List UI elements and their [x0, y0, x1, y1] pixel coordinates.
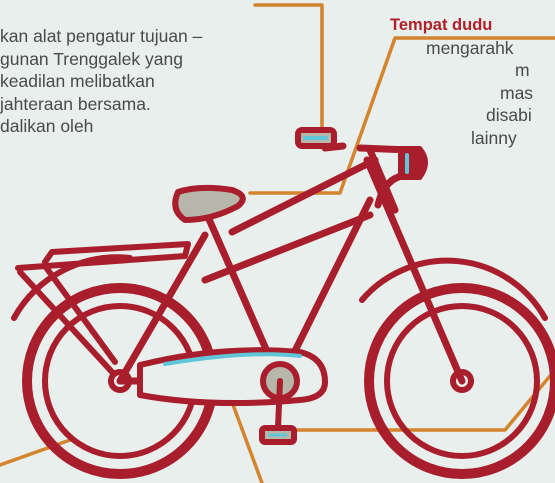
- leader-line-seat: [248, 36, 555, 195]
- right-callout-line: lainny: [471, 127, 517, 148]
- mudguards: [11, 254, 548, 321]
- bike-frame: [116, 142, 466, 385]
- left-callout-line: kan alat pengatur tujuan –: [0, 26, 203, 46]
- left-callout-line: keadilan melibatkan: [0, 71, 155, 91]
- crankset: [259, 361, 300, 445]
- saddle: [172, 184, 246, 223]
- headlamp: [398, 146, 428, 180]
- right-callout-line: mas: [500, 82, 534, 103]
- left-callout: kan alat pengatur tujuan – gunan Trengga…: [0, 25, 202, 138]
- right-callout: Tempat dudu mengarahk m mas disabi lainn…: [390, 14, 533, 149]
- handlebar: [295, 127, 337, 149]
- right-callout-line: mengarahk: [426, 37, 514, 58]
- leader-line-chain: [230, 400, 264, 483]
- rear-rack: [15, 241, 191, 375]
- front-wheel: [364, 283, 555, 479]
- leader-line-handlebar: [253, 3, 324, 139]
- right-callout-line: m: [515, 60, 530, 80]
- left-callout-line: gunan Trenggalek yang: [0, 48, 183, 69]
- right-callout-title: Tempat dudu: [390, 16, 493, 34]
- left-callout-line: jahteraan bersama.: [0, 93, 151, 114]
- left-callout-line: dalikan oleh: [0, 116, 94, 136]
- right-callout-line: disabi: [486, 105, 532, 125]
